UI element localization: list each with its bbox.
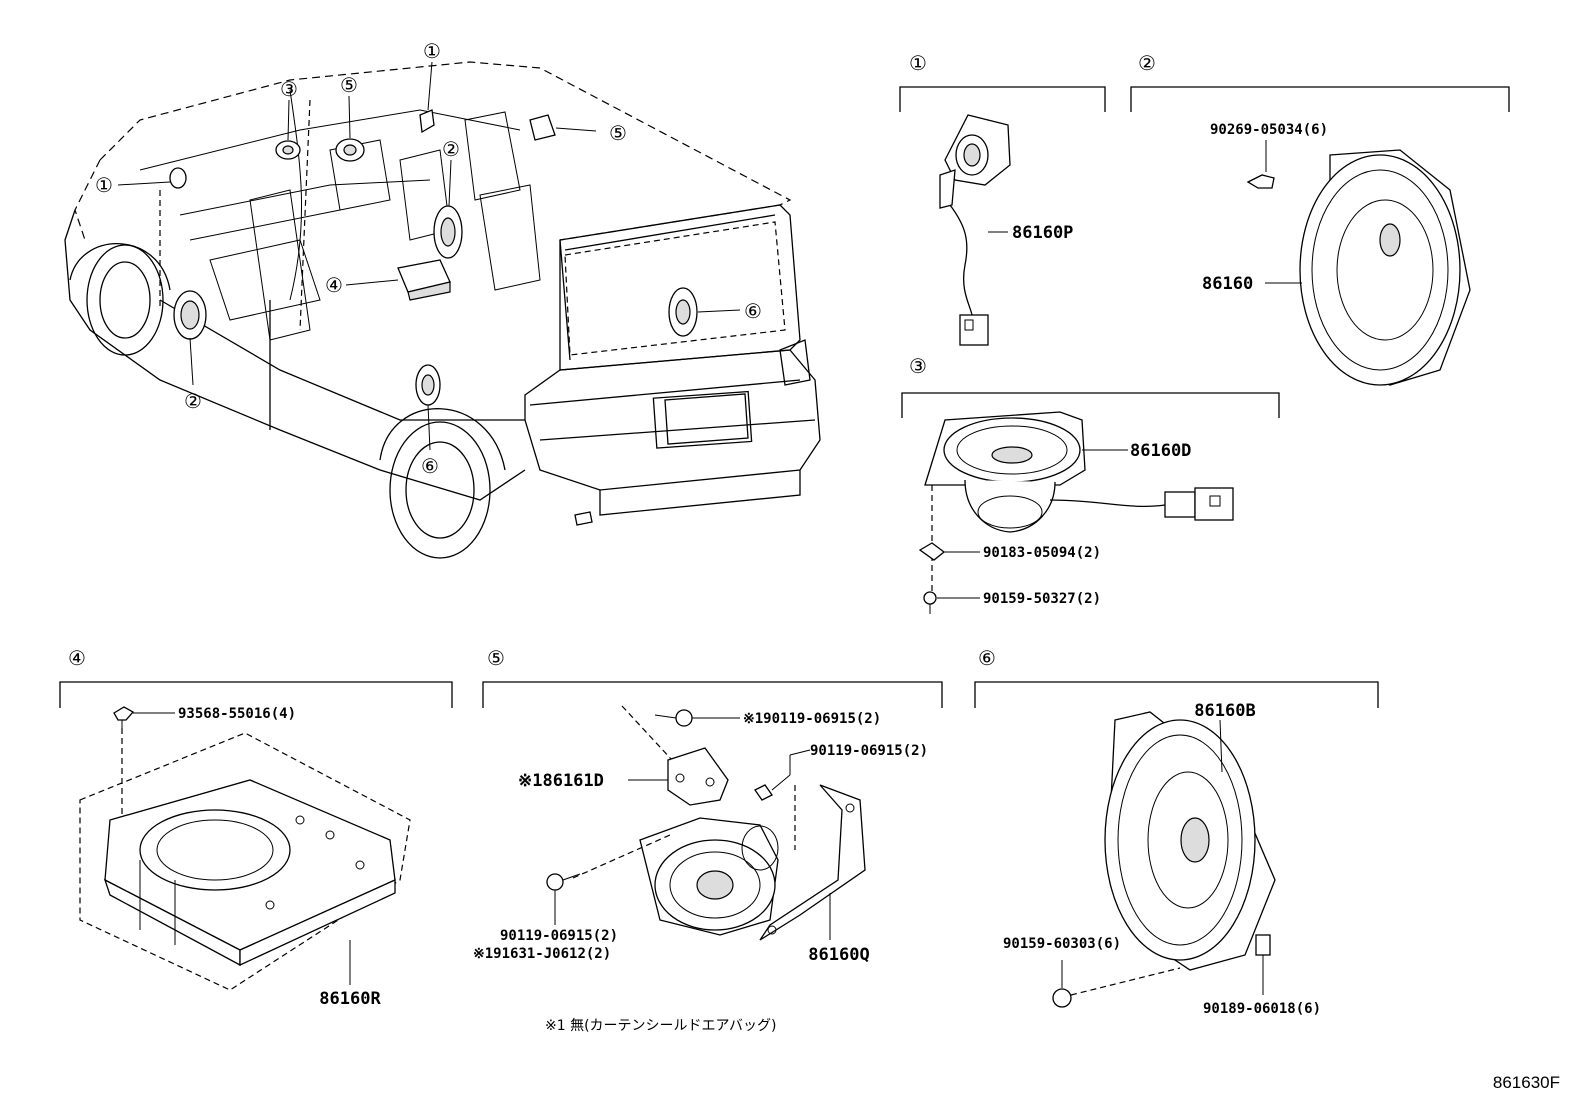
section-6: ⑥ 86160B 90189-06018(6) 90159-60303(6) — [974, 646, 1379, 1017]
section-6-part-1-label: 86160B — [1194, 701, 1255, 721]
section-4-part-1-label: 93568-55016(4) — [178, 706, 296, 722]
vehicle-callout-6: ① — [423, 39, 441, 63]
section-3-part-3-label: 90159-50327(2) — [983, 591, 1101, 607]
vehicle-callout-9: ⑥ — [744, 299, 762, 323]
section-1: ① 86160P — [899, 51, 1106, 346]
section-1-number: ① — [909, 51, 927, 75]
section-3-number: ③ — [909, 354, 927, 378]
section-4: ④ 93568-55016(4) 86160R — [59, 646, 453, 1009]
section-5-part-5-label: ※191631-J0612(2) — [473, 946, 611, 962]
section-2-part-1-label: 90269-05034(6) — [1210, 122, 1328, 138]
vehicle-callout-5: ⑤ — [340, 73, 358, 97]
vehicle-callout-10: ⑥ — [421, 454, 439, 478]
vehicle-illustration: ① ② ③ ④ ⑤ ① ② ⑤ ⑥ ⑥ — [64, 39, 821, 559]
section-5-number: ⑤ — [487, 646, 505, 670]
vehicle-callout-7: ② — [442, 137, 460, 161]
section-5-part-1-label: ※190119-06915(2) — [743, 711, 881, 727]
section-6-number: ⑥ — [978, 646, 996, 670]
vehicle-callout-3: ③ — [280, 77, 298, 101]
section-3-part-2-label: 90183-05094(2) — [983, 545, 1101, 561]
section-5-part-4-label: 90119-06915(2) — [500, 928, 618, 944]
vehicle-callout-4: ④ — [325, 273, 343, 297]
section-2-number: ② — [1138, 51, 1156, 75]
vehicle-callout-2: ② — [184, 389, 202, 413]
section-2-part-2-label: 86160 — [1202, 274, 1253, 294]
section-2: ② 90269-05034(6) 86160 — [1130, 51, 1510, 386]
section-3: ③ 86160D 90183-05094(2) 90159-50327(2) — [901, 354, 1280, 614]
vehicle-callout-1: ① — [95, 173, 113, 197]
section-4-number: ④ — [68, 646, 86, 670]
section-6-part-2-label: 90159-60303(6) — [1003, 936, 1121, 952]
section-4-part-2-label: 86160R — [319, 989, 381, 1009]
section-3-part-1-label: 86160D — [1130, 441, 1191, 461]
section-5: ⑤ ※190119-06915(2) ※186161D 90119-06915(… — [473, 646, 943, 965]
vehicle-callout-8: ⑤ — [609, 121, 627, 145]
section-5-part-3-label: ※186161D — [518, 771, 604, 791]
section-5-part-2-label: 90119-06915(2) — [810, 743, 928, 759]
section-1-part-1-label: 86160P — [1012, 223, 1073, 243]
section-5-part-6-label: 86160Q — [808, 945, 869, 965]
footnote: ※1 無(カーテンシールドエアバッグ) — [545, 1018, 776, 1034]
section-6-part-3-label: 90189-06018(6) — [1203, 1001, 1321, 1017]
diagram-code: 861630F — [1493, 1073, 1560, 1092]
